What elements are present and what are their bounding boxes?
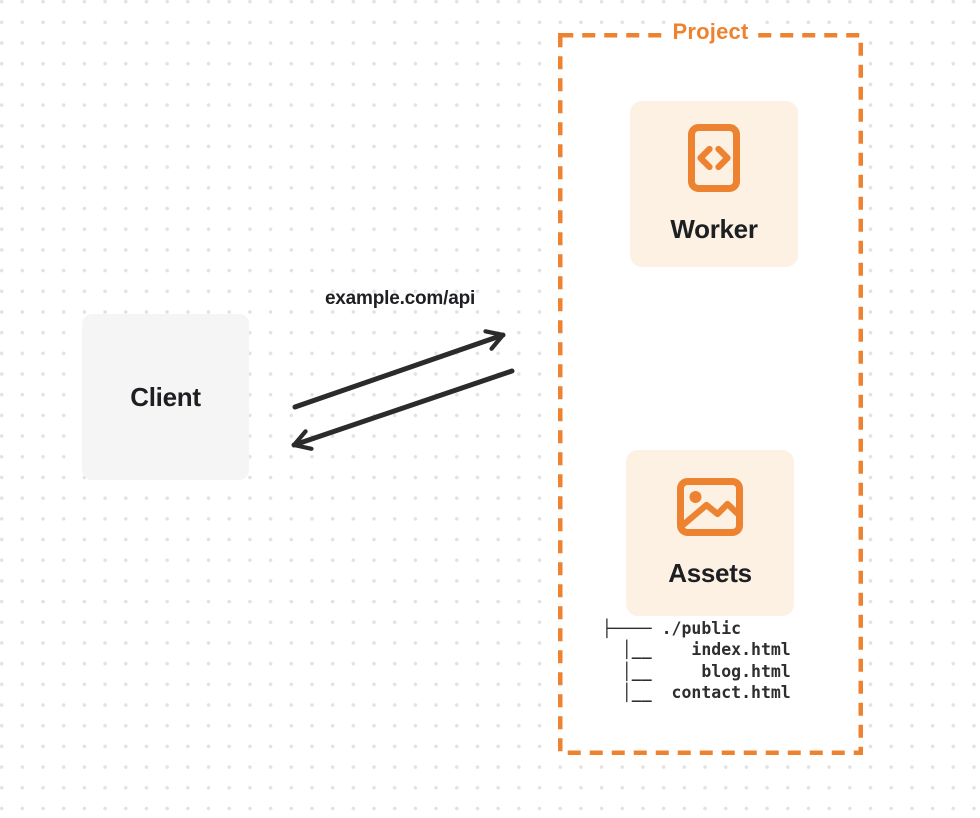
code-file-icon: [688, 123, 740, 192]
worker-label: Worker: [670, 213, 758, 244]
client-label: Client: [130, 381, 201, 412]
image-icon: [677, 477, 743, 536]
assets-label: Assets: [668, 557, 752, 588]
request-response-arrows: [291, 329, 515, 451]
project-label: Project: [668, 18, 753, 45]
assets-node: Assets: [626, 450, 794, 616]
request-url-label: example.com/api: [324, 288, 476, 309]
request-arrow: [292, 329, 506, 410]
project-container: Project Worker Assets ├──── ./public │__…: [558, 18, 863, 755]
client-node: Client: [82, 314, 249, 480]
file-tree: ├──── ./public │__ index.html │__ blog.h…: [602, 619, 791, 702]
worker-node: Worker: [630, 101, 798, 267]
response-arrow: [291, 368, 515, 451]
